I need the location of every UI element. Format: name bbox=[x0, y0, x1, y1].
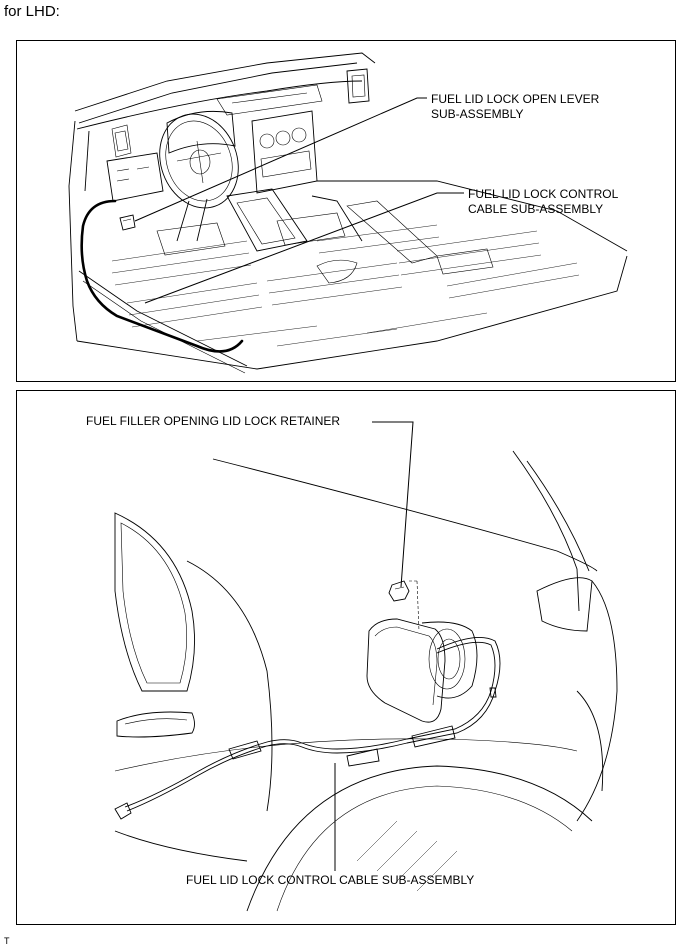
interior-view-panel: FUEL LID LOCK OPEN LEVER SUB-ASSEMBLY FU… bbox=[16, 40, 676, 382]
callout-open-lever: FUEL LID LOCK OPEN LEVER SUB-ASSEMBLY bbox=[431, 92, 599, 122]
fuel-lid-illustration bbox=[114, 421, 618, 912]
callout-text-line: CABLE SUB-ASSEMBLY bbox=[468, 202, 604, 216]
callout-text-line: FUEL FILLER OPENING LID LOCK RETAINER bbox=[86, 414, 341, 428]
callout-text-line: FUEL LID LOCK CONTROL CABLE SUB-ASSEMBLY bbox=[186, 873, 475, 887]
footer-mark: T bbox=[4, 936, 10, 946]
callout-lock-retainer: FUEL FILLER OPENING LID LOCK RETAINER bbox=[86, 414, 340, 429]
page-heading: for LHD: bbox=[4, 3, 60, 20]
callout-text-line: FUEL LID LOCK CONTROL bbox=[468, 187, 619, 201]
interior-illustration bbox=[68, 52, 628, 374]
callout-text-line: SUB-ASSEMBLY bbox=[431, 107, 524, 121]
rear-body-view-panel: FUEL FILLER OPENING LID LOCK RETAINER FU… bbox=[16, 390, 676, 925]
callout-control-cable-rear: FUEL LID LOCK CONTROL CABLE SUB-ASSEMBLY bbox=[186, 873, 474, 888]
callout-control-cable: FUEL LID LOCK CONTROL CABLE SUB-ASSEMBLY bbox=[468, 187, 618, 217]
callout-text-line: FUEL LID LOCK OPEN LEVER bbox=[431, 92, 600, 106]
